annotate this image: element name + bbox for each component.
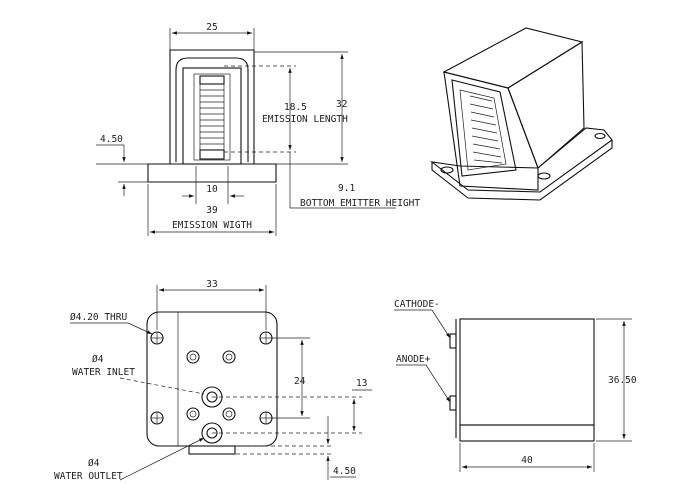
bottom-emitter-label: BOTTOM EMITTER HEIGHT [300, 198, 420, 209]
bottom-stem [188, 445, 236, 455]
port-offset-dim: 13 [356, 378, 367, 389]
side-view: CATHODE- ANODE+ 36.50 40 [394, 299, 637, 472]
emission-width-label: EMISSION WIGTH [172, 220, 252, 231]
front-body-outline [147, 49, 277, 183]
hole-pitch-dim: 24 [294, 376, 306, 387]
emitter-bars [199, 75, 225, 160]
side-body [459, 318, 595, 426]
front-view: 25 18.5 EMISSION LENGTH 32 4.50 10 39 EM… [96, 22, 420, 236]
front-width-dim: 25 [206, 22, 217, 33]
thru-holes [150, 331, 273, 425]
bottom-plate [146, 311, 278, 447]
iso-body-top [442, 27, 584, 89]
water-inlet-label: WATER INLET [72, 367, 135, 378]
iso-emitter-bars [469, 95, 503, 164]
emission-length-value: 18.5 [284, 102, 307, 113]
base-width-value: 39 [206, 205, 218, 216]
water-outlet-label: WATER OUTLET [54, 471, 123, 482]
side-base [459, 424, 595, 442]
bottom-view: 33 Ø4.20 THRU Ø4 WATER INLET Ø4 WATER OU… [54, 279, 372, 482]
cathode-label: CATHODE- [394, 299, 440, 310]
anode-label: ANODE+ [396, 354, 431, 365]
emission-length-label: EMISSION LENGTH [262, 114, 348, 125]
front-height-dim: 32 [336, 99, 347, 110]
emission-width-value: 10 [206, 184, 218, 195]
side-length-dim: 40 [521, 455, 533, 466]
water-outlet-size: Ø4 [88, 458, 100, 469]
iso-flange [430, 127, 613, 193]
bottom-offset-dim: 4.50 [333, 466, 356, 477]
side-height-dim: 36.50 [608, 375, 637, 386]
hole-spacing-dim: 33 [206, 279, 217, 290]
isometric-view [430, 27, 613, 201]
flange-thickness-dim: 4.50 [100, 134, 123, 145]
water-inlet-size: Ø4 [92, 354, 104, 365]
iso-body-front [443, 71, 539, 191]
bottom-emitter-value: 9.1 [338, 183, 355, 194]
iso-body-side [507, 41, 585, 169]
emitter-window [182, 67, 242, 165]
thru-hole-label: Ø4.20 THRU [70, 312, 127, 323]
